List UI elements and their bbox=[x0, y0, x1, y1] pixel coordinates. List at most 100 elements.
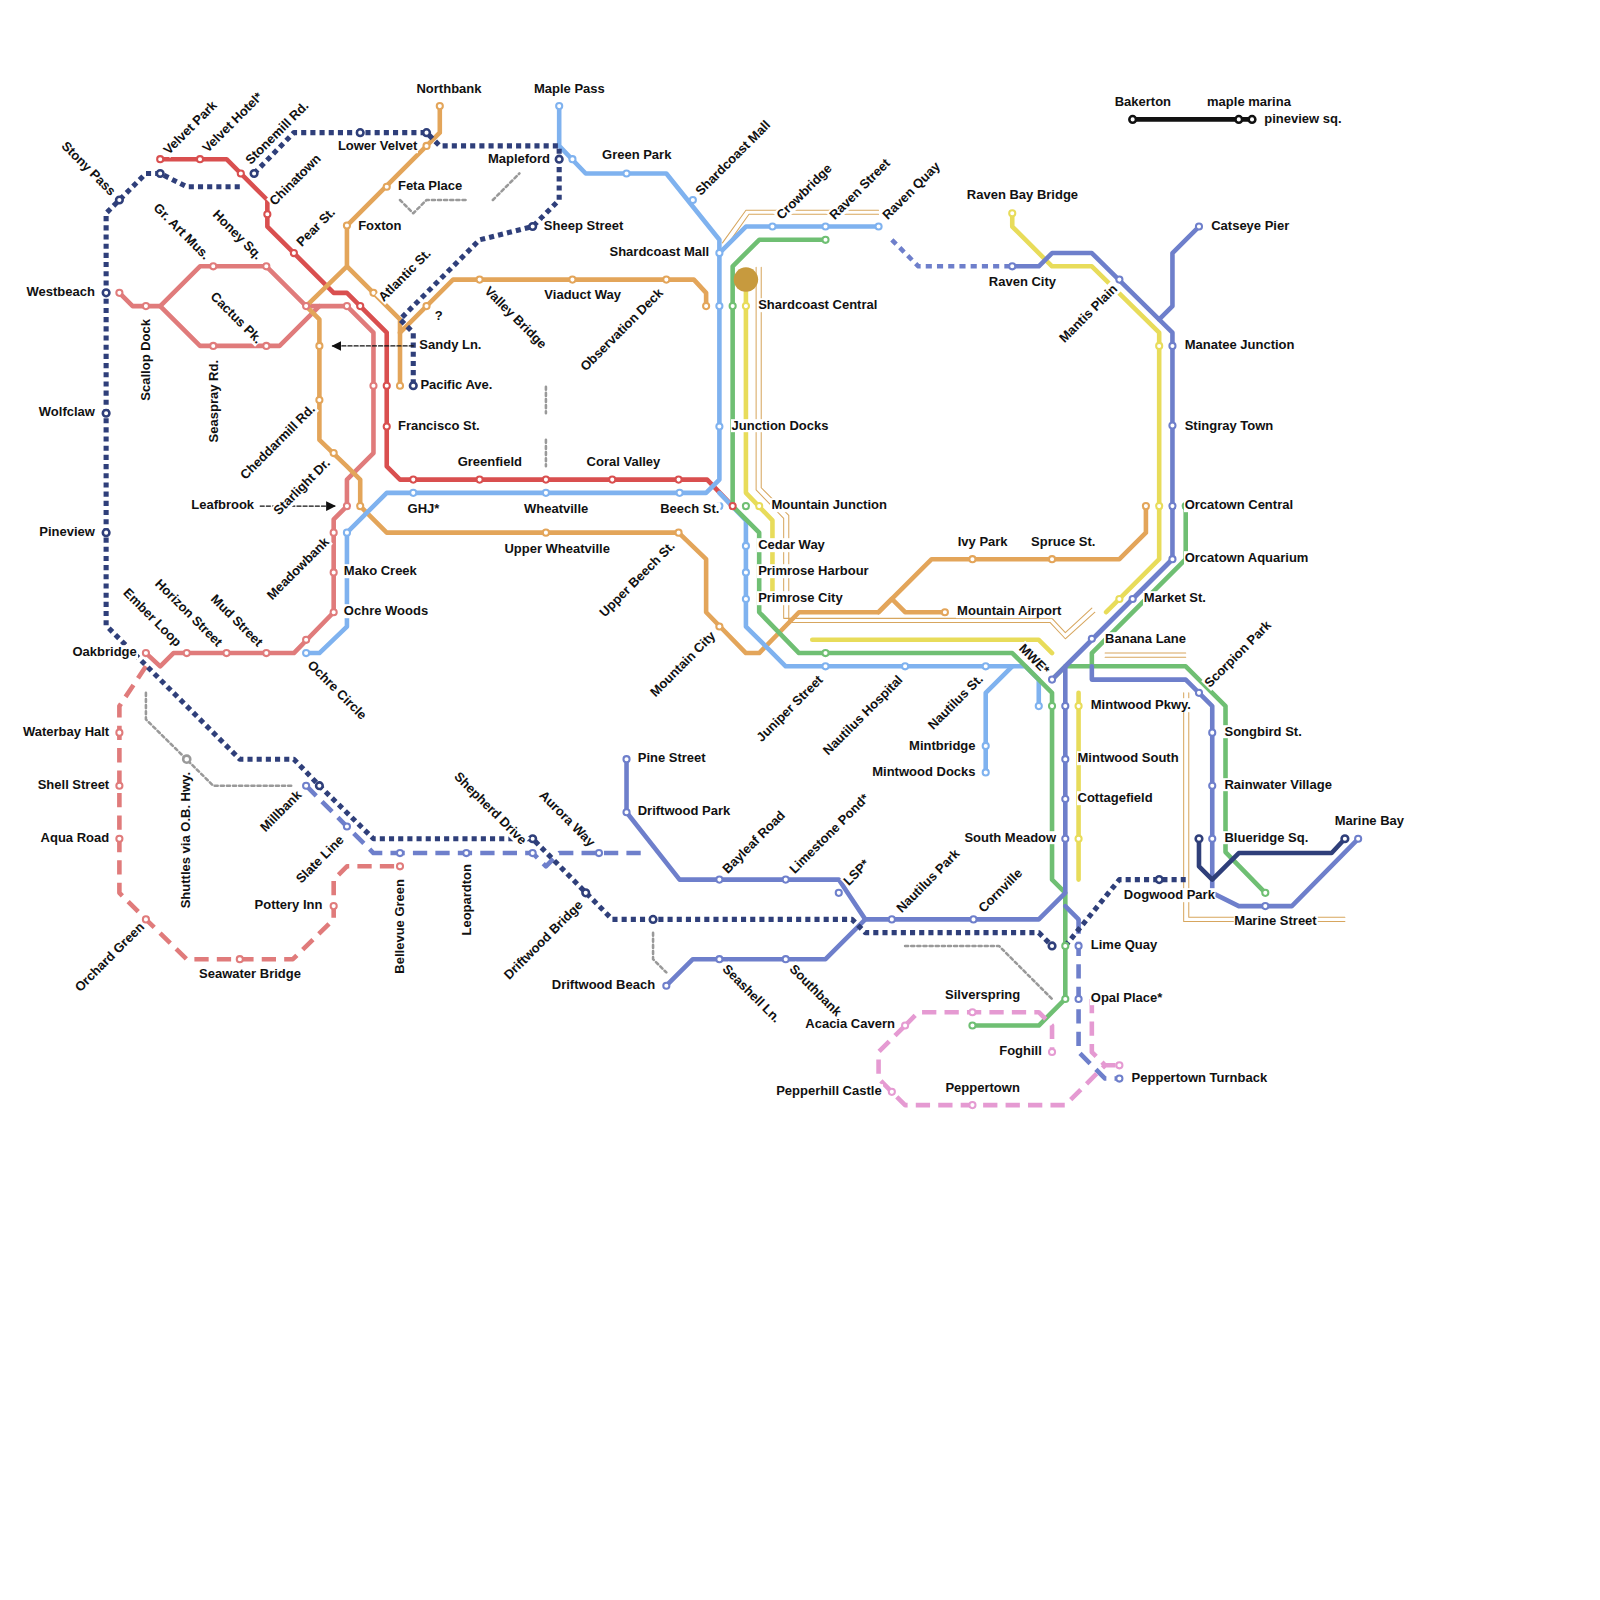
station-label: Manatee Junction bbox=[1184, 338, 1296, 352]
station-label: Peppertown Turnback bbox=[1131, 1071, 1269, 1085]
station-label: Rainwater Village bbox=[1223, 778, 1332, 792]
station-label: Seashell Ln. bbox=[720, 961, 785, 1026]
station-label: Catseye Pier bbox=[1210, 219, 1290, 233]
station-label: pineview sq. bbox=[1263, 113, 1342, 127]
station-label: Raven City bbox=[988, 275, 1057, 289]
station-label: Orcatown Central bbox=[1184, 498, 1294, 512]
station-label: Cactus Pk. bbox=[207, 289, 265, 347]
station-label: Shardcoast Mall bbox=[609, 245, 711, 259]
station-label: Ochre Circle bbox=[304, 657, 370, 723]
station-label: Leopardton bbox=[459, 863, 473, 937]
station-label: Scallop Dock bbox=[139, 318, 153, 402]
station-label: Wheatville bbox=[523, 502, 589, 516]
station-label: Mintbridge bbox=[908, 739, 976, 753]
station-label: Maple Pass bbox=[533, 82, 606, 96]
station-label: Green Park bbox=[601, 148, 672, 162]
station-label: Sandy Ln. bbox=[418, 338, 482, 352]
station-label: Nautilus Park bbox=[893, 846, 963, 916]
station-label: Stingray Town bbox=[1184, 419, 1275, 433]
station-label: Pine Street bbox=[637, 751, 707, 765]
station-label: Market St. bbox=[1143, 591, 1207, 605]
station-label: Primrose Harbour bbox=[757, 565, 870, 579]
station-label: Pepperhill Castle bbox=[775, 1084, 882, 1098]
station-label: Gr. Art Mus. bbox=[150, 200, 213, 263]
station-label: Starlight Dr. bbox=[270, 455, 333, 518]
station-label: ? bbox=[434, 309, 444, 323]
station-label: Slate Line bbox=[293, 832, 347, 886]
station-label: Shardcoast Central bbox=[757, 298, 878, 312]
station-label: Banana Lane bbox=[1104, 632, 1187, 646]
station-label: Bayleaf Road bbox=[720, 808, 789, 877]
station-label: GHJ* bbox=[407, 502, 441, 516]
station-label: Pacific Ave. bbox=[419, 378, 493, 392]
station-label: Shepherd Drive bbox=[451, 769, 530, 848]
station-label: Cornville bbox=[975, 866, 1025, 916]
station-label: Mountain Airport bbox=[956, 604, 1062, 618]
station-label: Shell Street bbox=[37, 778, 111, 792]
station-label: Pear St. bbox=[293, 204, 338, 249]
station-label: Mintwood South bbox=[1077, 751, 1180, 765]
station-label: maple marina bbox=[1206, 95, 1292, 109]
station-label: Lime Quay bbox=[1090, 938, 1158, 952]
station-label: Seaspray Rd. bbox=[206, 359, 220, 443]
station-label: Mintwood Pkwy. bbox=[1090, 698, 1192, 712]
station-label: Crowbridge bbox=[773, 161, 835, 223]
station-label: Primrose City bbox=[757, 591, 844, 605]
station-label: Spruce St. bbox=[1030, 535, 1096, 549]
station-label: Aqua Road bbox=[40, 831, 111, 845]
station-label: Acacia Cavern bbox=[804, 1018, 896, 1032]
station-label: Mountain City bbox=[647, 628, 719, 700]
station-label: Feta Place bbox=[397, 179, 463, 193]
station-label: Driftwood Beach bbox=[551, 978, 656, 992]
station-label: Mapleford bbox=[487, 152, 551, 166]
station-label: Leafbrook bbox=[190, 498, 255, 512]
station-label: Cottagefield bbox=[1077, 791, 1154, 805]
station-label: Dogwood Park bbox=[1123, 888, 1216, 902]
station-label: Atlantic St. bbox=[375, 246, 434, 305]
station-label: Bellevue Green bbox=[393, 878, 407, 975]
station-label: Marine Bay bbox=[1334, 815, 1405, 829]
station-label: Cheddarmill Rd. bbox=[237, 401, 319, 483]
station-label: Pineview bbox=[38, 525, 96, 539]
station-label: Foghill bbox=[998, 1044, 1043, 1058]
station-label: Marine Street bbox=[1233, 915, 1317, 929]
station-label: Valley Bridge bbox=[481, 283, 550, 352]
station-label: Meadowbank bbox=[264, 534, 333, 603]
station-label: Waterbay Halt bbox=[22, 725, 110, 739]
station-label: Westbeach bbox=[26, 285, 96, 299]
station-label: Chinatown bbox=[267, 151, 325, 209]
station-label: Juniper Street bbox=[753, 672, 826, 745]
station-label: Southbank bbox=[786, 961, 845, 1020]
station-label: Cedar Way bbox=[757, 538, 826, 552]
station-label: LSP* bbox=[840, 856, 873, 889]
station-label: Raven Bay Bridge bbox=[966, 188, 1079, 202]
station-label: Mantis Plain bbox=[1056, 281, 1121, 346]
station-label: Coral Valley bbox=[586, 455, 662, 469]
station-label: Beech St. bbox=[659, 502, 720, 516]
station-label: Francisco St. bbox=[397, 419, 481, 433]
station-label: Aurora Way bbox=[536, 787, 598, 849]
station-label: Sheep Street bbox=[543, 219, 624, 233]
station-label: Greenfield bbox=[457, 455, 523, 469]
station-label: Songbird St. bbox=[1223, 725, 1302, 739]
station-label: Ochre Woods bbox=[343, 604, 429, 618]
station-label: Pottery Inn bbox=[254, 898, 324, 912]
station-label: Driftwood Bridge bbox=[501, 897, 587, 983]
station-label: Junction Docks bbox=[731, 419, 830, 433]
station-label: Seawater Bridge bbox=[198, 968, 302, 982]
station-label: Opal Place* bbox=[1090, 991, 1164, 1005]
station-label: Silverspring bbox=[944, 988, 1021, 1002]
station-label: Horizon Street bbox=[151, 576, 225, 650]
station-label: Mako Creek bbox=[343, 565, 418, 579]
station-label: Nautilus Hospital bbox=[820, 672, 906, 758]
station-label: Wolfclaw bbox=[38, 405, 96, 419]
station-label: Stony Pass bbox=[58, 138, 119, 199]
station-label: Nautilus St. bbox=[925, 671, 987, 733]
station-label: Mountain Junction bbox=[770, 498, 888, 512]
station-label: Bakerton bbox=[1114, 95, 1172, 109]
station-label: MWE* bbox=[1016, 641, 1053, 678]
station-label: South Meadow bbox=[963, 831, 1057, 845]
station-label: Mintwood Docks bbox=[871, 766, 976, 780]
